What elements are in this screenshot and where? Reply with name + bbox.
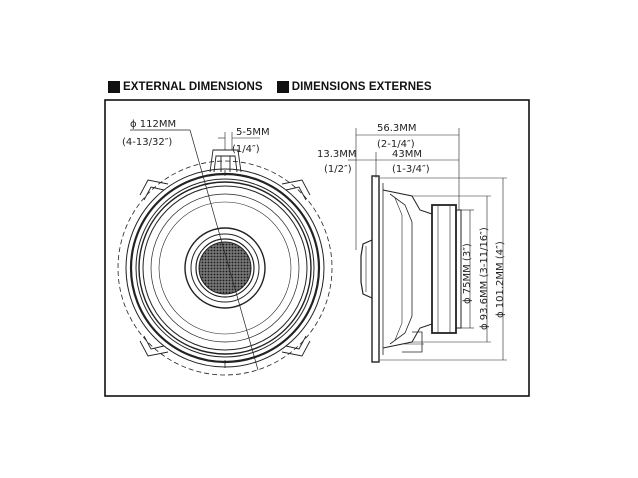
total-depth-label: 56.3MM: [377, 123, 417, 134]
header-square-icon: [108, 81, 120, 93]
mount-tab: [209, 149, 242, 173]
mount-circle: [117, 160, 333, 376]
front-mount-depth-label: 5-5MM: [236, 127, 270, 138]
mount-tab: [281, 335, 311, 357]
side-view: [348, 128, 507, 363]
section-header: EXTERNAL DIMENSIONS DIMENSIONS EXTERNES: [108, 79, 432, 95]
front-diameter-label: ϕ 112MM: [130, 119, 176, 130]
flange-label: 13.3MM: [317, 149, 357, 160]
drawing-frame: [104, 99, 530, 397]
mount-tab: [139, 335, 169, 357]
flange-inch-label: (1/2″): [324, 164, 352, 175]
front-diameter-inch-label: (4-13/32″): [122, 137, 172, 148]
header-square-icon: [276, 81, 289, 93]
diameter-101-label: ϕ 101.2MM (4″): [495, 241, 506, 318]
diameter-75-label: ϕ 75MM (3″): [462, 243, 473, 304]
front-view: [117, 129, 333, 376]
front-mount-depth-inch-label: (1/4″): [232, 144, 260, 155]
title-english: EXTERNAL DIMENSIONS: [123, 81, 263, 93]
title-french: DIMENSIONS EXTERNES: [291, 81, 432, 93]
mount-tab: [281, 179, 311, 201]
mount-depth-inch-label: (1-3/4″): [392, 164, 430, 175]
diameter-93-label: ϕ 93.6MM (3-11/16″): [479, 227, 490, 330]
mount-tab: [139, 179, 169, 201]
total-depth-inch-label: (2-1/4″): [377, 139, 415, 150]
mount-depth-label: 43MM: [392, 149, 422, 160]
tweeter-grille: [198, 241, 252, 295]
